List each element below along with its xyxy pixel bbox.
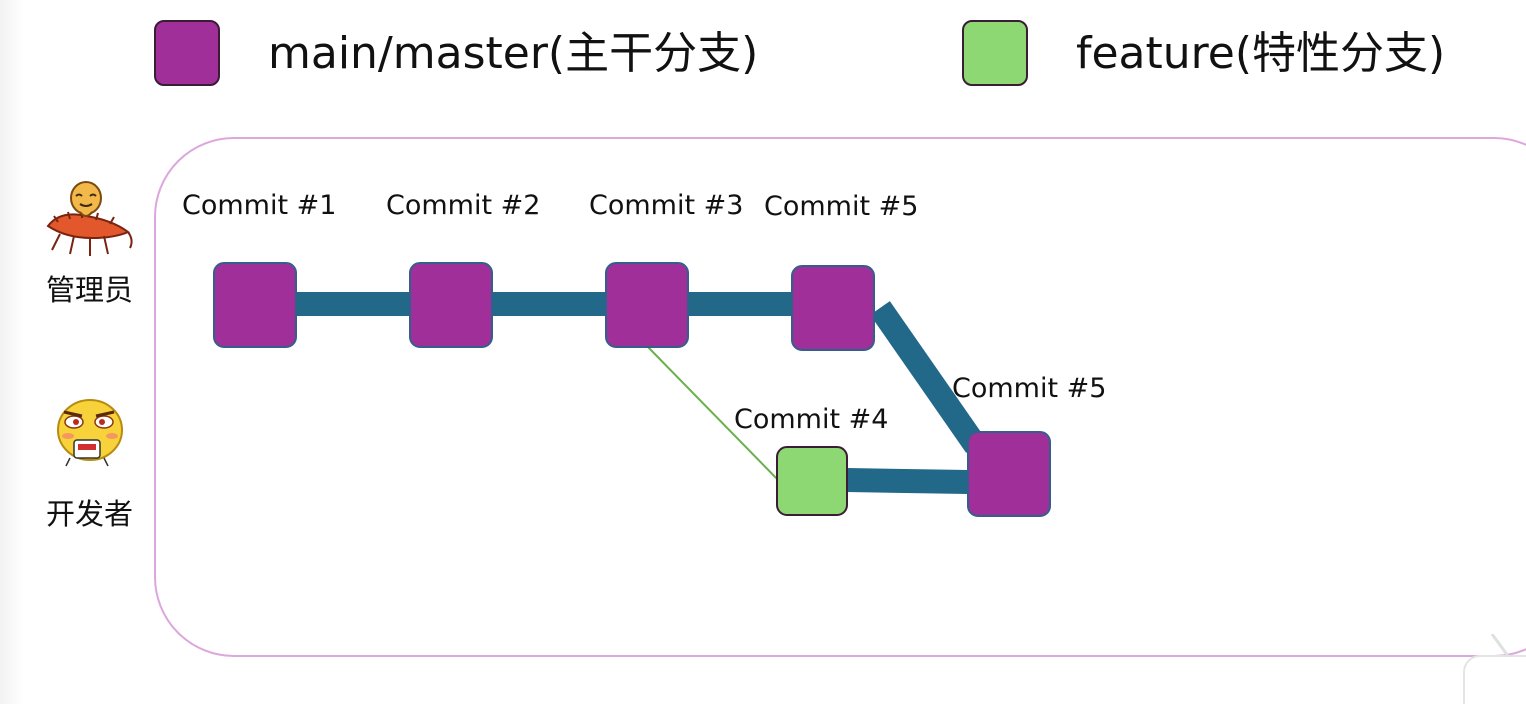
corner-card-fragment — [1463, 634, 1526, 704]
commit-node-c5a — [791, 265, 875, 351]
commit-label-c5a: Commit #5 — [764, 191, 918, 222]
commit-label-c3: Commit #3 — [589, 190, 743, 221]
commit-node-c2 — [409, 262, 493, 348]
commit-label-c5b: Commit #5 — [952, 373, 1106, 404]
commit-label-c4: Commit #4 — [734, 404, 888, 435]
smiley-face-icon — [57, 399, 123, 467]
edge-c4-c5b — [846, 468, 969, 494]
shrimp-mascot-icon — [46, 181, 133, 256]
commit-node-c3 — [605, 262, 689, 348]
legend-feature-label: feature(特性分支) — [1076, 28, 1446, 79]
commit-label-c1: Commit #1 — [182, 190, 336, 221]
commit-node-c5b — [967, 431, 1051, 517]
left-edge-shade — [0, 0, 24, 704]
edge-c3-c4 — [646, 345, 781, 483]
role-label-admin: 管理员 — [46, 273, 134, 307]
branch-frame — [154, 137, 1526, 657]
commit-label-c2: Commit #2 — [386, 190, 540, 221]
legend-main-label: main/master(主干分支) — [268, 28, 759, 79]
role-label-developer: 开发者 — [46, 497, 134, 531]
commit-node-c1 — [213, 262, 297, 348]
legend-main-swatch — [154, 20, 220, 86]
legend-feature-swatch — [962, 20, 1028, 86]
edge-c5a-c5b — [870, 301, 986, 453]
commit-node-c4 — [776, 446, 848, 516]
